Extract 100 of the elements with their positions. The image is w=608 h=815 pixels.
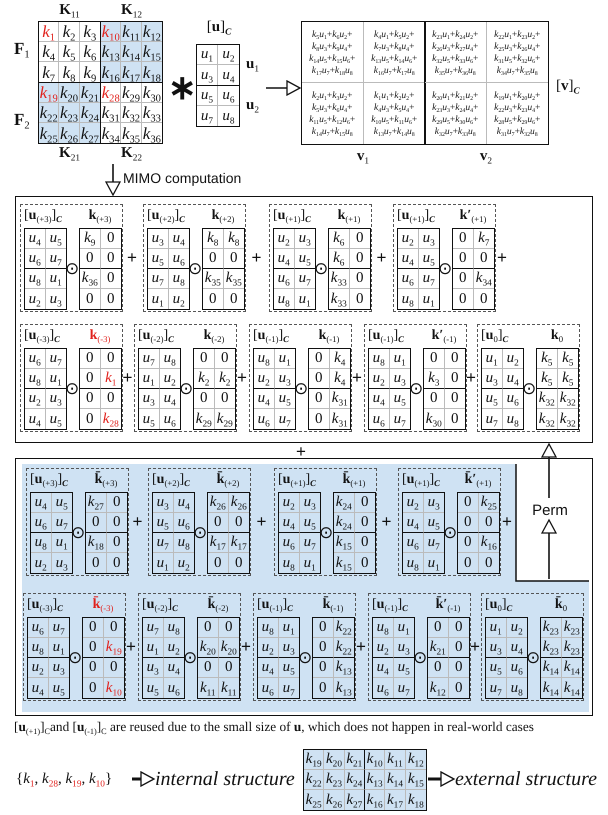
matrix-cell: u$_{6}$	[168, 249, 189, 269]
matrix-cell: u$_{2}$	[506, 618, 527, 638]
matrix-label: [u$_{(-1)}$]$_{C}$	[257, 598, 293, 612]
dashed-group	[249, 324, 352, 432]
matrix-cell: k$_{12}$	[428, 678, 448, 698]
operator-symbol: ⊙	[526, 649, 540, 666]
dashed-group	[143, 204, 246, 312]
matrix-cell: u$_{1}$	[52, 533, 72, 553]
matrix-cell: u$_{1}$	[197, 45, 218, 65]
matrix-cell: u$_{7}$	[46, 249, 66, 269]
matrix-cell: k$_{10}$	[365, 750, 386, 770]
matrix-cell: k$_{6}$	[329, 229, 350, 249]
dashed-group	[138, 593, 241, 701]
dashed-group	[23, 593, 126, 701]
matrix-label: v$_{2}$	[478, 149, 494, 164]
matrix-cell-text: u$_{7}$	[282, 678, 296, 698]
dashed-group	[253, 593, 356, 701]
matrix-cell: 0	[458, 553, 478, 573]
matrix-cell-text: u$_{5}$	[48, 410, 63, 429]
matrix-cell: u$_{6}$	[258, 678, 278, 698]
arrow	[266, 80, 301, 96]
matrix-cell: 0	[350, 229, 370, 249]
matrix-cell: u$_{6}$	[403, 533, 424, 553]
plus-sign: +	[127, 249, 137, 266]
matrix-cell: k$_{26}$	[228, 493, 249, 513]
matrix-cell: u$_{7}$	[486, 678, 506, 698]
matrix-cell: u$_{2}$	[160, 369, 180, 389]
matrix-cell: 0	[104, 658, 124, 678]
matrix-label: K$_{22}$	[120, 146, 143, 161]
matrix-cell: k$_{25}$	[304, 790, 324, 810]
matrix-label: [u$_{(-1)}$]$_{C}$	[253, 329, 289, 343]
matrix-cell: u$_{1}$	[390, 349, 410, 369]
structure-label: external structure	[455, 764, 600, 794]
matrix-cell: k$_{32}$	[537, 409, 558, 429]
matrix-cell: 0	[453, 249, 474, 269]
matrix-cell: u$_{4}$	[31, 493, 52, 513]
matrix-cell: 0	[444, 389, 465, 409]
matrix-cell: k$_{22}$	[334, 618, 354, 638]
matrix-cell: 0	[309, 369, 330, 389]
matrix-cell: 0	[448, 638, 469, 658]
matrix-cell: u$_{6}$	[398, 269, 418, 289]
matrix-cell: u$_{2}$	[369, 369, 390, 389]
matrix-cell: u$_{6}$	[502, 389, 523, 409]
matrix-label: [u$_{(-1)}$]$_{C}$	[368, 329, 404, 343]
matrix-label: k̄′$_{(-1)}$	[434, 598, 462, 612]
matrix-cell: k$_{22}$u$_{1}$+k$_{23}$u$_{2}$+ k$_{25}$u$_{3}$+k$_{26}$u$_{4}$+ k$_{31}$u$_{5}$+k$_{32}$u$_{6}$+ k$_{34}$u$_{7}$+k$_{35}$u$_{8}$	[486, 22, 548, 83]
matrix-cell: u$_{5}$	[486, 658, 506, 678]
matrix-cell: u$_{4}$	[164, 658, 184, 678]
matrix-cell-text: u$_{7}$	[396, 678, 411, 698]
matrix-label: [u$_{(+2)}$]$_{C}$	[147, 209, 185, 223]
matrix-cell: u$_{8}$	[31, 533, 52, 553]
matrix-label: k̄$_{0}$	[554, 598, 568, 612]
matrix-cell: u$_{6}$	[274, 269, 294, 289]
operator-symbol: ⊙	[183, 649, 197, 666]
matrix-cell: k$_{19}$	[304, 750, 324, 770]
matrix-cell: u$_{4}$	[254, 389, 274, 409]
matrix-cell: 0	[350, 249, 370, 269]
matrix-label: k$_{(+2)}$	[210, 209, 236, 223]
matrix-cell: u$_{4}$	[25, 409, 46, 429]
matrix-cell: u$_{6}$	[25, 249, 46, 269]
dashed-group	[477, 324, 580, 432]
arrow	[132, 771, 155, 787]
matrix-cell: k$_{20}$u$_{1}$+k$_{21}$u$_{2}$+ k$_{23}$u$_{3}$+k$_{24}$u$_{4}$+ k$_{29}$u$_{5}$+k$_{30}$u$_{6}$+ k$_{32}$u$_{7}$+k$_{33}$u$_{8}$	[425, 83, 486, 144]
matrix-cell: u$_{3}$	[486, 638, 506, 658]
matrix-cell: u$_{6}$	[254, 409, 274, 429]
matrix-cell: k$_{5}$	[558, 349, 578, 369]
matrix-cell-text: u$_{8}$	[221, 106, 236, 126]
operator-symbol: ⊙	[443, 524, 457, 541]
matrix-cell: k$_{15}$	[334, 533, 354, 553]
matrix-cell: 0	[80, 289, 100, 309]
matrix-cell-text: u$_{3}$	[54, 554, 69, 573]
matrix-cell: k$_{26}$	[208, 493, 228, 513]
matrix-label: k$_{(-1)}$	[318, 329, 340, 343]
matrix-cell: k$_{23}$	[324, 770, 345, 790]
matrix-cell: 0	[448, 618, 469, 638]
matrix-cell: u$_{3}$	[274, 369, 295, 389]
matrix-cell-text: u$_{5}$	[52, 678, 66, 698]
matrix-cell: u$_{8}$	[160, 349, 180, 369]
matrix-cell: 0	[80, 249, 100, 269]
matrix-cell: k$_{24}$	[80, 103, 100, 123]
matrix-cell: k$_{7}$	[474, 229, 494, 249]
matrix-cell: u$_{3}$	[153, 493, 174, 513]
matrix-cell: k$_{6}$	[329, 249, 350, 269]
matrix-cell: u$_{5}$	[274, 389, 295, 409]
operator-symbol: ⊙	[294, 380, 308, 397]
matrix-cell: 0	[194, 389, 214, 409]
matrix-cell: k$_{18}$	[86, 533, 106, 553]
dashed-group	[20, 204, 123, 312]
matrix-cell: u$_{8}$	[258, 618, 278, 638]
matrix-cell-text: k$_{18}$	[406, 790, 425, 810]
convolution-operator: ∗	[168, 72, 196, 106]
matrix-cell: 0	[80, 409, 100, 429]
operator-symbol: ⊙	[65, 380, 79, 397]
matrix-cell: 0	[448, 658, 469, 678]
matrix-cell: k$_{1}$	[100, 369, 121, 389]
matrix-cell: u$_{4}$	[398, 249, 418, 269]
matrix-cell-text: u$_{2}$	[172, 290, 186, 309]
matrix-cell: k$_{27}$	[86, 493, 106, 513]
matrix-cell: u$_{5}$	[424, 513, 444, 533]
matrix-cell: 0	[194, 349, 214, 369]
